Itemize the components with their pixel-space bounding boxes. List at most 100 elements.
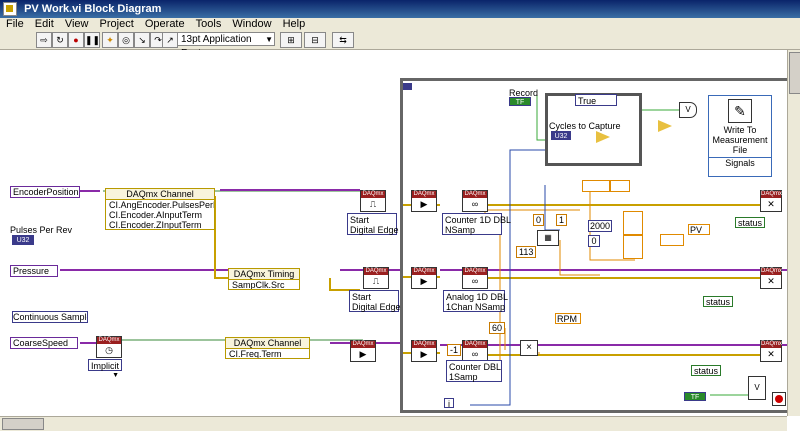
analog-1d-selector[interactable]: Analog 1D DBL 1Chan NSamp [443, 290, 508, 312]
stop-control[interactable]: TF [684, 392, 706, 401]
rpm-indicator: RPM [555, 313, 581, 324]
write-file-label: Write To Measurement File [712, 125, 768, 155]
menu-edit[interactable]: Edit [34, 18, 54, 30]
start-digital-edge-selector-2[interactable]: Start Digital Edge [349, 290, 401, 312]
case-selector[interactable]: True [575, 94, 617, 106]
menu-file[interactable]: File [6, 18, 24, 30]
greater-than-node-2[interactable] [658, 120, 672, 132]
vertical-scroll-thumb[interactable] [789, 52, 800, 94]
pause-icon[interactable]: ❚❚ [84, 32, 100, 48]
pressure-control[interactable]: Pressure [10, 265, 58, 277]
align-objects-icon[interactable]: ⊞ [280, 32, 302, 48]
constant-1[interactable]: 1 [556, 214, 568, 226]
daqmx-timing-property-node[interactable]: DAQmx Timing SampClk.Src [228, 268, 300, 290]
close-icon: ✕ [767, 349, 775, 359]
highlight-execution-icon[interactable]: ✦ [102, 32, 118, 48]
daqmx-start-task-vi-3[interactable]: DAQmx▶ [411, 340, 437, 362]
chart-subvi[interactable]: ▦ [537, 230, 559, 246]
distribute-objects-icon[interactable]: ⊟ [304, 32, 326, 48]
status-indicator-2: status [703, 296, 733, 307]
while-loop[interactable] [400, 78, 787, 413]
pulses-per-rev-control[interactable]: U32 [12, 235, 34, 245]
counter-1d-selector[interactable]: Counter 1D DBL NSamp [442, 213, 511, 235]
pv-indicator: PV [688, 224, 710, 235]
run-icon[interactable]: ⇨ [36, 32, 52, 48]
prop-freq-term: CI.Freq.Term [226, 349, 309, 358]
daqmx-read-vi-3[interactable]: DAQmx∞ [462, 340, 488, 362]
array-index-node-2[interactable] [623, 235, 643, 259]
constant-2000[interactable]: 2000 [588, 220, 612, 232]
font-select[interactable]: 13pt Application Font▼ [177, 32, 275, 59]
step-out-icon[interactable]: ↗ [162, 32, 178, 48]
array-index-node[interactable] [623, 211, 643, 235]
constant-60[interactable]: 60 [489, 322, 506, 334]
glasses-icon: ∞ [471, 199, 479, 209]
signals-terminal: Signals [709, 157, 771, 168]
daqmx-read-vi-2[interactable]: DAQmx∞ [462, 267, 488, 289]
greater-than-node[interactable] [596, 131, 610, 143]
block-diagram-canvas[interactable]: True EncoderPosition Pulses Per Rev U32 … [0, 50, 787, 416]
continuous-samples-constant[interactable]: Continuous Samples [12, 311, 88, 323]
menu-view[interactable]: View [64, 18, 89, 30]
encoder-position-control[interactable]: EncoderPosition [10, 186, 80, 198]
or-node[interactable]: V [679, 102, 697, 118]
daqmx-start-task-vi-1[interactable]: DAQmx▶ [411, 190, 437, 212]
window-title: PV Work.vi Block Diagram [24, 3, 162, 15]
menu-tools[interactable]: Tools [195, 18, 222, 30]
run-continuously-icon[interactable]: ↻ [52, 32, 68, 48]
cycles-to-capture-control[interactable]: U32 [551, 131, 571, 140]
retain-wire-values-icon[interactable]: ◎ [118, 32, 134, 48]
daqmx-start-task-vi-2[interactable]: DAQmx▶ [411, 267, 437, 289]
menu-help[interactable]: Help [282, 18, 306, 30]
multiply-node[interactable]: × [520, 340, 538, 356]
play-icon: ▶ [420, 349, 428, 359]
daqmx-trigger-vi-2[interactable]: DAQmx⎍ [363, 267, 389, 289]
array-build-node-2[interactable] [610, 180, 630, 192]
start-digital-edge-selector-1[interactable]: Start Digital Edge [347, 213, 399, 235]
daqmx-channel-2-header: DAQmx Channel [226, 338, 309, 349]
daqmx-clear-vi-1[interactable]: DAQmx✕ [760, 190, 782, 212]
stop-terminal[interactable] [772, 392, 786, 406]
horizontal-scroll-thumb[interactable] [2, 418, 44, 430]
constant-113[interactable]: 113 [516, 246, 537, 258]
abort-icon[interactable]: ● [68, 32, 84, 48]
record-control[interactable]: TF [509, 97, 531, 106]
cycles-to-capture-label: Cycles to Capture [549, 121, 621, 131]
constant-0-b[interactable]: 0 [588, 235, 600, 247]
step-into-icon[interactable]: ↘ [134, 32, 150, 48]
compound-or-node[interactable]: V [748, 376, 766, 400]
status-indicator-1: status [735, 217, 765, 228]
case-selector-label: True [578, 96, 597, 106]
close-icon: ✕ [767, 199, 775, 209]
daqmx-trigger-vi-1[interactable]: DAQmx⎍ [360, 190, 386, 212]
vertical-scrollbar[interactable] [787, 50, 800, 416]
play-icon: ▶ [359, 349, 367, 359]
reorder-icon[interactable]: ⇆ [332, 32, 354, 48]
daqmx-read-vi-1[interactable]: DAQmx∞ [462, 190, 488, 212]
chevron-down-icon: ▼ [265, 35, 273, 44]
daqmx-timing-vi[interactable]: DAQmx◷ [96, 336, 122, 358]
menu-project[interactable]: Project [99, 18, 134, 30]
daqmx-start-vi[interactable]: DAQmx▶ [350, 340, 376, 362]
write-to-measurement-file-vi[interactable]: ✎ Write To Measurement File Signals [708, 95, 772, 177]
daqmx-channel-property-node[interactable]: DAQmx Channel CI.AngEncoder.PulsesPerRev… [105, 188, 215, 230]
record-label: Record [509, 88, 539, 98]
case-structure[interactable]: True [545, 93, 642, 166]
daqmx-clear-vi-3[interactable]: DAQmx✕ [760, 340, 782, 362]
build-array-node[interactable] [660, 234, 684, 246]
menu-operate[interactable]: Operate [144, 18, 185, 30]
daqmx-badge: DAQmx [97, 337, 121, 344]
coarse-speed-control[interactable]: CoarseSpeed [10, 337, 78, 349]
daqmx-channel-property-node-2[interactable]: DAQmx Channel CI.Freq.Term [225, 337, 310, 359]
array-build-node[interactable] [582, 180, 610, 192]
implicit-selector[interactable]: Implicit▼ [88, 359, 122, 379]
menu-window[interactable]: Window [232, 18, 272, 30]
daqmx-clear-vi-2[interactable]: DAQmx✕ [760, 267, 782, 289]
play-icon: ▶ [420, 199, 428, 209]
constant-neg1[interactable]: -1 [447, 344, 462, 356]
horizontal-scrollbar[interactable] [0, 416, 787, 431]
constant-0[interactable]: 0 [533, 214, 545, 226]
loop-iteration-terminal: i [444, 398, 454, 408]
counter-dbl-selector[interactable]: Counter DBL 1Samp [446, 360, 502, 382]
